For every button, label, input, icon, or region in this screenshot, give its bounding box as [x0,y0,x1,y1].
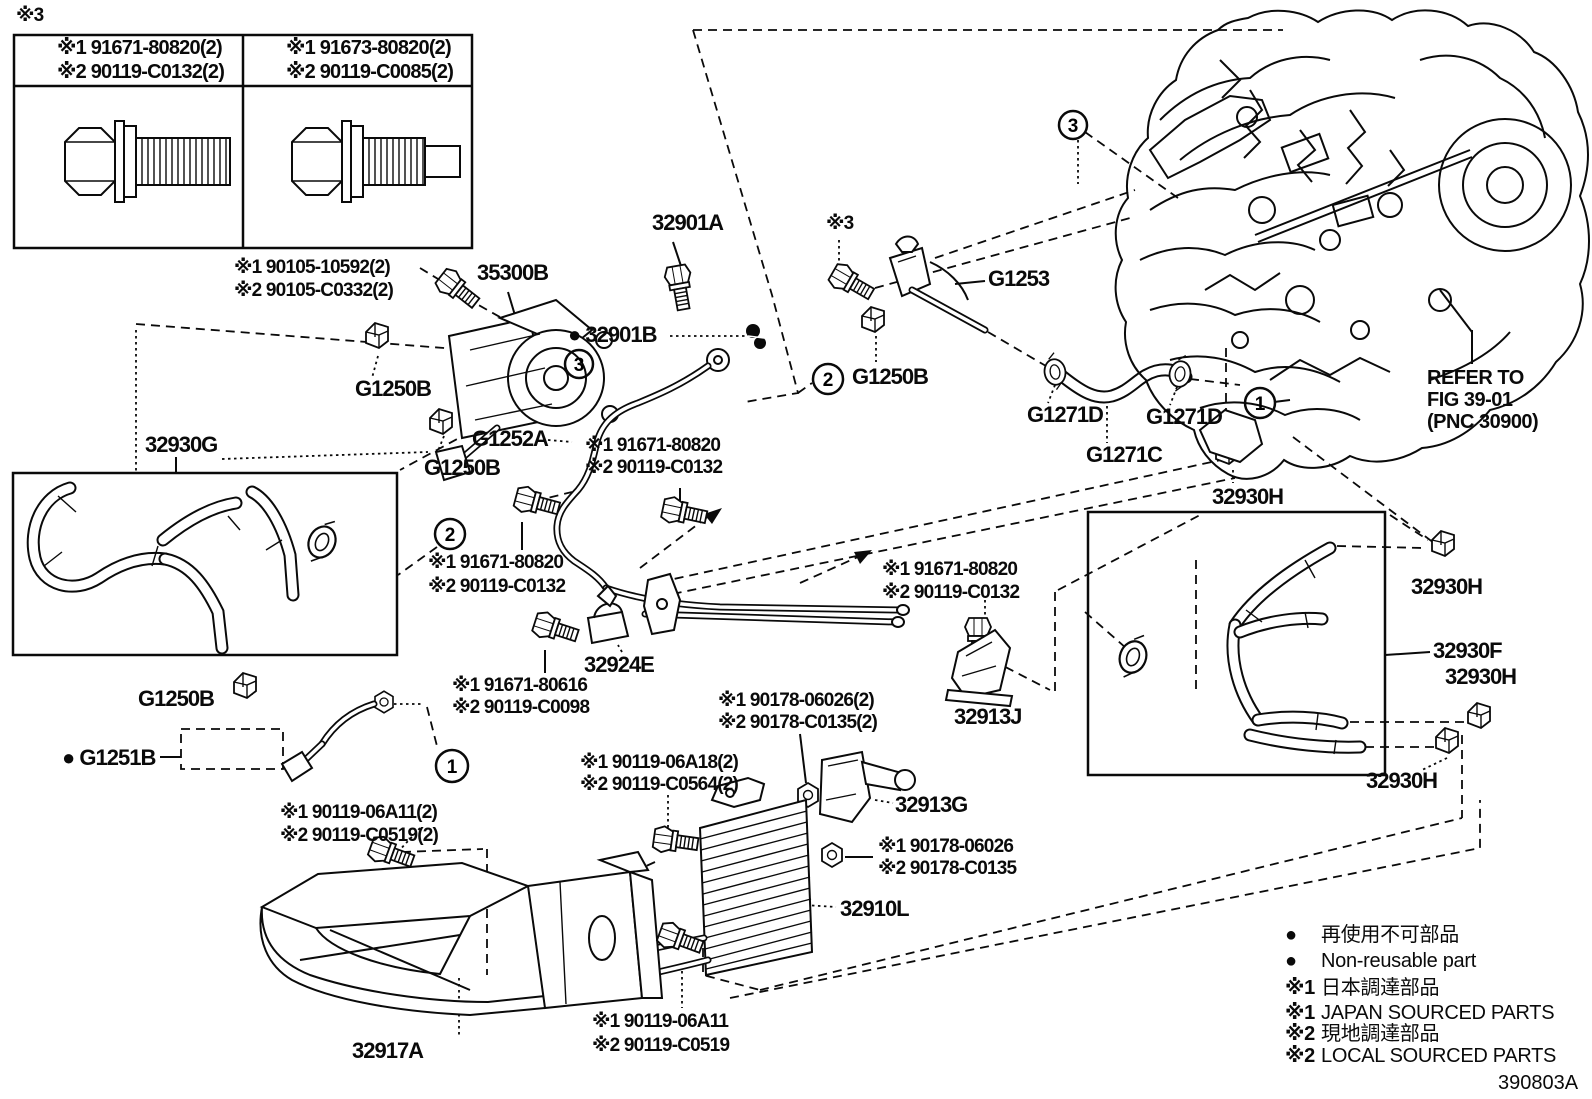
note-90119-c0098: ※2 90119-C0098 [452,697,590,718]
part-label-g1271d-1[interactable]: G1271D [1027,402,1104,427]
note-90119-06a18: ※1 90119-06A18(2) [580,752,739,773]
part-label-g1251b[interactable]: ● G1251B [62,745,156,770]
note-90178-c0135-2: ※2 90178-C0135(2) [718,712,878,733]
note-90119-c0132-c2: ※2 90119-C0132 [882,582,1020,603]
note-91671-80820-a1: ※1 91671-80820 [585,435,721,456]
note-90119-c0132-a2: ※2 90119-C0132 [585,457,723,478]
refer-note-line2: FIG 39-01 [1427,389,1513,411]
callout-1b: 1 [1255,394,1266,415]
inset-left-line2: ※2 90119-C0132(2) [57,61,225,83]
duct-32917a [259,850,664,1017]
part-label-32924e[interactable]: 32924E [584,652,655,677]
callout-circles: 1 1 2 2 3 3 [433,109,1277,784]
note-90105-2: ※2 90105-C0332(2) [234,280,394,301]
bullet-icon: ● [1285,924,1297,946]
part-label-g1271d-2[interactable]: G1271D [1146,404,1223,429]
bracket-32913g [797,750,916,868]
figure-code: 390803A [1498,1072,1579,1094]
refer-note-line3: (PNC 30900) [1427,411,1539,433]
note-90119-c0564: ※2 90119-C0564(2) [580,774,739,795]
note-91671-80616: ※1 91671-80616 [452,675,588,696]
part-label-g1253[interactable]: G1253 [988,266,1050,291]
note-90119-06a11-2: ※1 90119-06A11(2) [280,802,438,823]
part-label-g1250b-top[interactable]: G1250B [355,376,432,401]
note-90119-06a11: ※1 90119-06A11 [592,1011,729,1032]
grommet-32901b [746,324,766,349]
note-90119-c0519-2: ※2 90119-C0519(2) [280,825,439,846]
part-label-g1250b-right[interactable]: G1250B [852,364,929,389]
part-label-32901b[interactable]: ● 32901B [568,322,658,347]
note-ref3-mid: ※3 [826,213,854,234]
callout-1: 1 [447,757,458,778]
note-90178-06026: ※1 90178-06026 [878,836,1014,857]
part-label-g1252a[interactable]: G1252A [472,426,549,451]
non-reusable-marker: ● [568,322,581,347]
note-90119-c0132-b2: ※2 90119-C0132 [428,576,566,597]
hose-box-32930f [1086,510,1387,777]
refer-note-line1: REFER TO [1427,367,1524,389]
callout-2b: 2 [823,370,834,391]
transmission-drawing [1114,9,1590,480]
inset-left-line1: ※1 91671-80820(2) [57,37,223,59]
note-90178-06026-2: ※1 90178-06026(2) [718,690,875,711]
non-reusable-marker: ● [62,745,75,770]
part-label-32930g[interactable]: 32930G [145,432,218,457]
hose-box-32930g [11,471,399,657]
inset-right-line2: ※2 90119-C0085(2) [286,61,454,83]
callout-2: 2 [445,525,456,546]
legend-nonreusable-en: ●Non-reusable part [1285,950,1476,972]
note-90105-1: ※1 90105-10592(2) [234,257,391,278]
note-91671-80820-b1: ※1 91671-80820 [428,552,564,573]
part-label-g1250b-mid[interactable]: G1250B [424,455,501,480]
note-90178-c0135: ※2 90178-C0135 [878,858,1017,879]
callout-3: 3 [574,355,585,376]
part-label-32930f[interactable]: 32930F [1433,638,1503,663]
part-label-32901a[interactable]: 32901A [652,210,724,235]
part-label-32930h-c[interactable]: 32930H [1445,664,1517,689]
solid-leaders [160,241,1473,858]
note-ref3-top: ※3 [16,5,44,26]
bullet-icon: ● [1285,950,1297,972]
part-label-32930h-d[interactable]: 32930H [1366,768,1438,793]
part-label-32917a[interactable]: 32917A [352,1038,424,1063]
legend-nonreusable-jp: ●再使用不可部品 [1285,924,1459,946]
hose-g1251b [180,690,394,783]
part-label-g1271c[interactable]: G1271C [1086,442,1163,467]
bracket-32913j [944,617,1014,708]
part-label-35300b[interactable]: 35300B [477,260,549,285]
tube-g1253 [888,235,989,334]
inset-right-line1: ※1 91673-80820(2) [286,37,452,59]
part-label-32930h-b[interactable]: 32930H [1411,574,1483,599]
part-label-32913g[interactable]: 32913G [895,792,968,817]
part-label-g1250b-bottom[interactable]: G1250B [138,686,215,711]
hose-g1271c [1040,350,1195,404]
note-91671-80820-c1: ※1 91671-80820 [882,559,1018,580]
inset-bolt-box [12,33,474,250]
note-90119-c0519: ※2 90119-C0519 [592,1035,730,1056]
part-label-32910l[interactable]: 32910L [840,896,910,921]
part-label-32913j[interactable]: 32913J [954,704,1022,729]
callout-3b: 3 [1068,116,1079,137]
part-label-32930h-a[interactable]: 32930H [1212,484,1284,509]
oil-pump-35300b [434,298,619,482]
pipe-g1252a [553,348,910,645]
